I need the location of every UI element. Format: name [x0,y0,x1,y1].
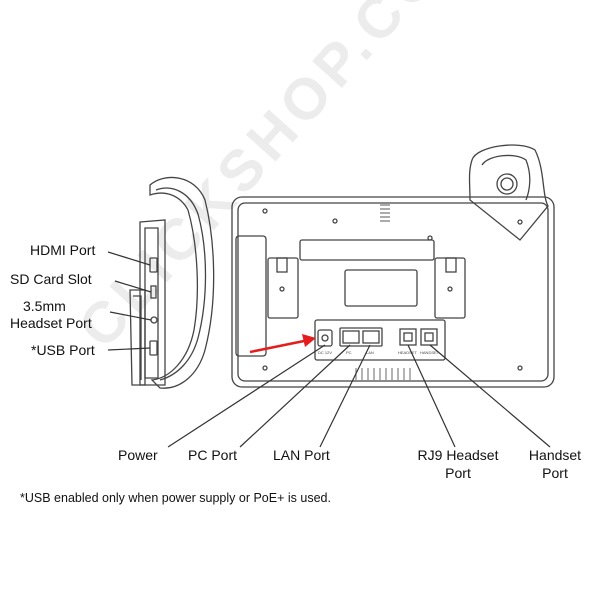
headset-35-label-line1: 3.5mm [23,298,66,314]
dc-mark: DC 12V [318,350,332,355]
hdmi-port-label: HDMI Port [30,242,96,258]
lan-port-label: LAN Port [273,447,330,463]
lan-leader [319,344,371,448]
power-label: Power [118,447,158,463]
headset-35-label-line2: Headset Port [10,315,92,331]
power-arrow [249,334,316,354]
headset-mark: HEADSET [398,350,417,355]
usb-leader [107,347,151,351]
usb-port-label: *USB Port [31,342,95,358]
handset-label-line1: Handset [528,447,582,463]
power-leader [167,344,326,448]
back-view-phone [231,144,555,388]
side-view-phone [129,176,215,389]
headset35-leader [109,311,152,321]
rj9-headset-label-line1: RJ9 Headset [417,447,499,463]
pc-leader [239,344,351,448]
pc-mark: PC [346,350,352,355]
sd-leader [114,280,152,293]
pc-port-label: PC Port [188,447,238,463]
lan-mark: LAN [366,350,374,355]
rj9-headset-label-line2: Port [445,465,471,481]
rj9-leader [407,344,456,448]
handset-mark: HANDSET [420,350,440,355]
leader-lines [107,251,551,448]
usb-footnote: *USB enabled only when power supply or P… [20,491,331,505]
handset-label-line2: Port [542,465,568,481]
handset-leader [429,344,551,448]
hdmi-leader [107,251,151,266]
sd-card-slot-label: SD Card Slot [10,271,92,287]
